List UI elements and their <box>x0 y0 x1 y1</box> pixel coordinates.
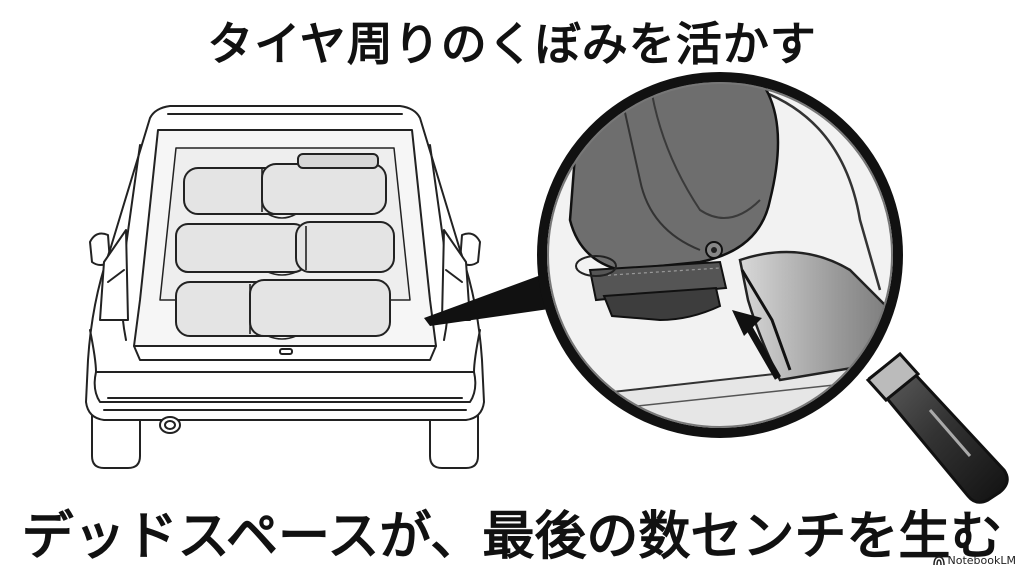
page-title: タイヤ周りのくぼみを活かす <box>207 17 817 71</box>
caption-title: デッドスペースが、最後の数センチを生む <box>21 507 1003 567</box>
watermark: NotebookLM <box>932 554 1016 567</box>
callout-pointer <box>424 268 570 326</box>
notebooklm-logo-icon <box>932 555 945 565</box>
magnified-tire-well <box>542 77 898 433</box>
watermark-text: NotebookLM <box>947 554 1016 567</box>
up-arrow-icon <box>732 269 792 380</box>
luggage-stack <box>175 153 395 340</box>
magnifying-glass-icon <box>865 351 1009 504</box>
